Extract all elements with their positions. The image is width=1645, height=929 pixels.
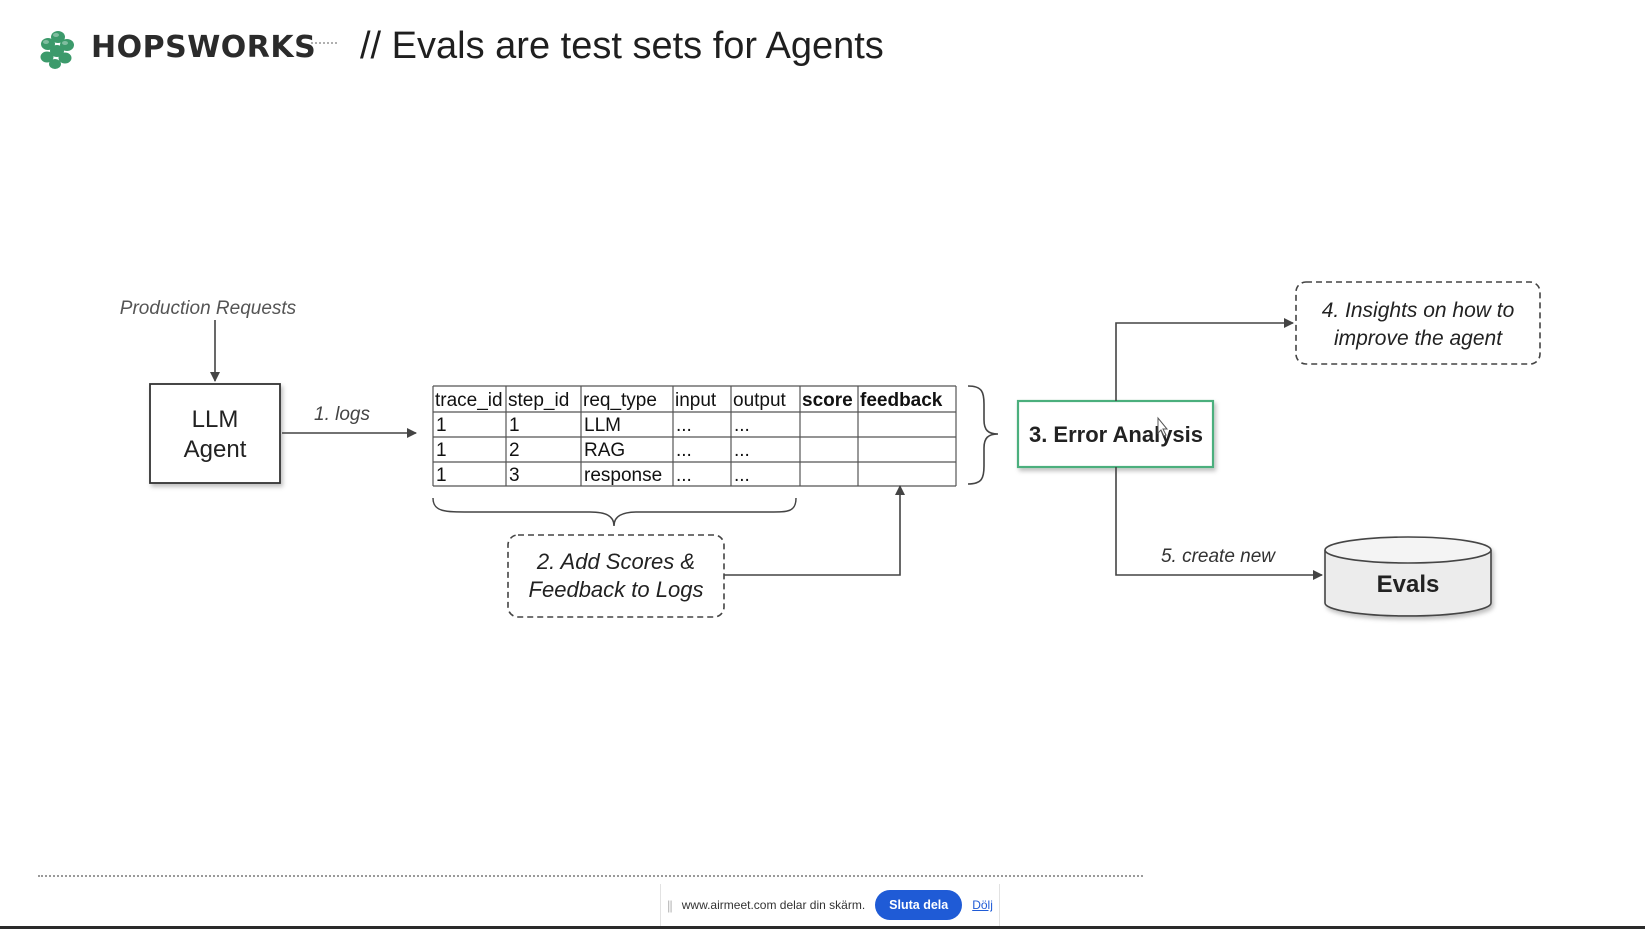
bottom-edge-strip bbox=[0, 926, 1645, 929]
llm-agent-line2: Agent bbox=[184, 436, 247, 463]
stop-sharing-button[interactable]: Sluta dela bbox=[875, 890, 963, 920]
table-cell: response bbox=[584, 465, 662, 486]
insights-box bbox=[1295, 281, 1541, 365]
table-cell: ... bbox=[734, 415, 750, 436]
error-analysis-box bbox=[1016, 399, 1215, 469]
slide-title: // Evals are test sets for Agents bbox=[360, 25, 884, 67]
table-cell: 1 bbox=[436, 440, 447, 461]
table-cell: 1 bbox=[509, 415, 520, 436]
production-requests-label: Production Requests bbox=[120, 298, 297, 319]
table-cell: ... bbox=[676, 465, 692, 486]
evals-cylinder bbox=[1324, 536, 1492, 617]
brand-separator bbox=[311, 42, 337, 46]
table-cell: ... bbox=[734, 440, 750, 461]
table-header-cell: input bbox=[675, 390, 717, 411]
insights-line2: improve the agent bbox=[1334, 327, 1503, 350]
llm-agent-line1: LLM bbox=[192, 406, 239, 433]
hopsworks-logo-icon bbox=[40, 31, 74, 69]
table-cell: RAG bbox=[584, 440, 625, 461]
error-analysis-label: 3. Error Analysis bbox=[1029, 422, 1203, 447]
hide-link[interactable]: Dölj bbox=[972, 898, 993, 912]
footer-dotted-rule bbox=[38, 875, 1143, 877]
table-cell: ... bbox=[676, 440, 692, 461]
brand-name: HOPSWORKS bbox=[91, 30, 317, 65]
table-cell: 1 bbox=[436, 415, 447, 436]
mouse-cursor-icon bbox=[1157, 416, 1169, 437]
table-header-cell: output bbox=[733, 390, 787, 411]
table-cell: 2 bbox=[509, 440, 520, 461]
table-right-brace bbox=[967, 385, 999, 485]
screen-share-bar: || www.airmeet.com delar din skärm. Slut… bbox=[660, 884, 1000, 926]
insights-line1: 4. Insights on how to bbox=[1322, 299, 1515, 322]
table-underbrace bbox=[432, 497, 797, 527]
table-cell: ... bbox=[676, 415, 692, 436]
table-header-cell: feedback bbox=[860, 390, 943, 411]
create-new-arrow bbox=[1115, 467, 1323, 580]
feedback-arrow bbox=[724, 485, 905, 576]
add-scores-line1: 2. Add Scores & bbox=[536, 549, 695, 574]
table-cell: 1 bbox=[436, 465, 447, 486]
evals-label: Evals bbox=[1377, 571, 1440, 598]
create-new-label: 5. create new bbox=[1161, 546, 1276, 567]
table-cell: LLM bbox=[584, 415, 621, 436]
drag-handle-icon[interactable]: || bbox=[667, 897, 673, 913]
table-header-cell: step_id bbox=[508, 390, 569, 411]
table-cell: 3 bbox=[509, 465, 520, 486]
insights-arrow bbox=[1115, 318, 1294, 401]
table-header-cell: trace_id bbox=[435, 390, 503, 411]
table-header-cell: req_type bbox=[583, 390, 657, 411]
logs-label: 1. logs bbox=[314, 404, 370, 425]
add-scores-line2: Feedback to Logs bbox=[529, 577, 704, 602]
table-cell: ... bbox=[734, 465, 750, 486]
add-scores-box bbox=[507, 534, 725, 618]
llm-agent-box bbox=[149, 383, 281, 484]
share-status-text: www.airmeet.com delar din skärm. bbox=[681, 898, 866, 912]
table-header-cell: score bbox=[802, 390, 853, 411]
